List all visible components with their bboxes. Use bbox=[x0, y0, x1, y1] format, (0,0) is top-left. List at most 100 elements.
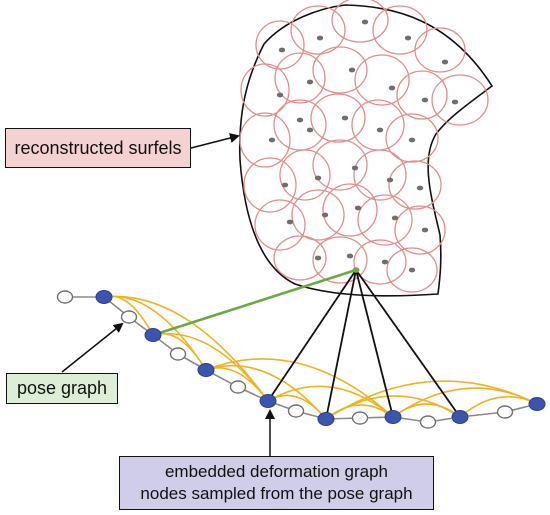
surfel-disc bbox=[239, 112, 291, 168]
pose-graph-arrow bbox=[61, 322, 124, 373]
surfel-disc bbox=[240, 63, 290, 117]
surfel-disc bbox=[310, 93, 366, 143]
surfels-label-box: reconstructed surfels bbox=[5, 128, 191, 168]
surfel-disc bbox=[273, 235, 327, 281]
surfel-center bbox=[361, 19, 369, 25]
pose-graph-node bbox=[351, 411, 369, 425]
surfel-center bbox=[314, 175, 322, 181]
surfel-disc bbox=[312, 46, 368, 94]
surfel-center bbox=[276, 92, 284, 98]
surfel-center bbox=[404, 35, 412, 41]
surfel-center bbox=[314, 255, 322, 261]
pose-graph-node bbox=[169, 347, 187, 361]
surfel-center bbox=[441, 59, 449, 65]
node-influence-line bbox=[355, 269, 394, 418]
embedded-graph-node bbox=[384, 410, 402, 424]
surfel-center bbox=[386, 177, 394, 183]
embedded-graph-node bbox=[144, 328, 162, 342]
surfel-disc bbox=[353, 239, 407, 285]
pose-graph-label: pose graph bbox=[16, 378, 108, 398]
embedded-graph-node bbox=[528, 397, 546, 411]
surfel-center bbox=[408, 267, 416, 273]
surfel-center bbox=[416, 185, 424, 191]
surfel-disc bbox=[354, 54, 410, 106]
surfel-center bbox=[316, 35, 324, 41]
surfel-center bbox=[346, 253, 354, 259]
embedded-graph-edge bbox=[267, 385, 394, 418]
embedded-graph-label-line2: nodes sampled from the pose graph bbox=[140, 484, 413, 503]
embedded-graph-edge bbox=[205, 364, 327, 420]
surfel-disc bbox=[394, 205, 446, 255]
surfel-disc bbox=[273, 99, 327, 151]
surfel-disc bbox=[331, 0, 389, 43]
surfels-label: reconstructed surfels bbox=[14, 137, 182, 158]
pose-graph-node bbox=[287, 404, 305, 418]
surfel-disc bbox=[322, 183, 378, 237]
surfel-disc bbox=[431, 74, 489, 126]
pose-graph-node bbox=[120, 310, 138, 324]
surfel-disc bbox=[291, 189, 345, 241]
surfel-center bbox=[421, 227, 429, 233]
surfel-disc bbox=[312, 139, 368, 191]
embedded-graph-edge bbox=[325, 380, 538, 420]
embedded-graph-edge bbox=[205, 358, 394, 418]
surfel-disc bbox=[372, 5, 428, 55]
node-influence-line bbox=[325, 269, 357, 420]
surfel-disc bbox=[353, 149, 407, 201]
surfel-center bbox=[286, 219, 294, 225]
surfel-center bbox=[268, 137, 276, 143]
embedded-graph-label-line1: embedded deformation graph bbox=[164, 462, 389, 481]
surfel-center bbox=[306, 79, 314, 85]
surfel-disc bbox=[279, 149, 331, 201]
surfel-center bbox=[381, 259, 389, 265]
surfel-disc bbox=[386, 247, 438, 293]
pose-graph-node bbox=[229, 380, 247, 394]
surfel-center bbox=[321, 212, 329, 218]
surface-outline bbox=[238, 4, 494, 297]
surfel-center bbox=[391, 215, 399, 221]
pose-graph-node bbox=[419, 415, 437, 429]
surfel-center bbox=[376, 127, 384, 133]
surfel-disc bbox=[351, 99, 405, 151]
embedded-graph-node bbox=[451, 410, 469, 424]
surfel-center bbox=[354, 205, 362, 211]
surfel-disc bbox=[396, 70, 448, 120]
surfel-disc bbox=[414, 27, 466, 73]
surfel-disc bbox=[312, 236, 368, 284]
connector-layer bbox=[61, 133, 275, 456]
surfel-center bbox=[341, 115, 349, 121]
embedded-graph-node bbox=[317, 412, 335, 426]
node-influence-line bbox=[355, 269, 461, 418]
embedded-graph-edge bbox=[103, 295, 269, 402]
graph-layer bbox=[56, 267, 546, 429]
surfel-disc bbox=[254, 199, 306, 251]
surfel-center bbox=[281, 182, 289, 188]
embedded-graph-node bbox=[259, 394, 277, 408]
surfel-association-line bbox=[152, 268, 357, 337]
embedded-graph-label-box: embedded deformation graph nodes sampled… bbox=[119, 456, 434, 510]
surfel-center bbox=[351, 165, 359, 171]
surfel-disc bbox=[385, 113, 439, 163]
surfel-center bbox=[408, 137, 416, 143]
embedded-graph-node bbox=[95, 290, 113, 304]
pose-graph-label-box: pose graph bbox=[6, 373, 118, 404]
surfel-center bbox=[306, 127, 314, 133]
surfel-disc bbox=[290, 5, 346, 55]
surfel-center bbox=[348, 67, 356, 73]
sampled-surface-point bbox=[352, 267, 360, 273]
pose-graph-node bbox=[496, 405, 514, 419]
surfel-disc bbox=[243, 157, 297, 213]
embedded-graph-node bbox=[197, 363, 215, 377]
pose-graph-node bbox=[56, 290, 74, 304]
surfel-center bbox=[388, 85, 396, 91]
surface-layer bbox=[238, 0, 494, 297]
node-influence-line bbox=[267, 269, 357, 402]
surfel-center bbox=[451, 99, 459, 105]
surfels-arrow bbox=[190, 133, 240, 149]
surfel-disc bbox=[274, 52, 326, 104]
surfel-disc bbox=[388, 160, 442, 210]
surfel-center bbox=[296, 117, 304, 123]
surfel-center bbox=[278, 47, 286, 53]
